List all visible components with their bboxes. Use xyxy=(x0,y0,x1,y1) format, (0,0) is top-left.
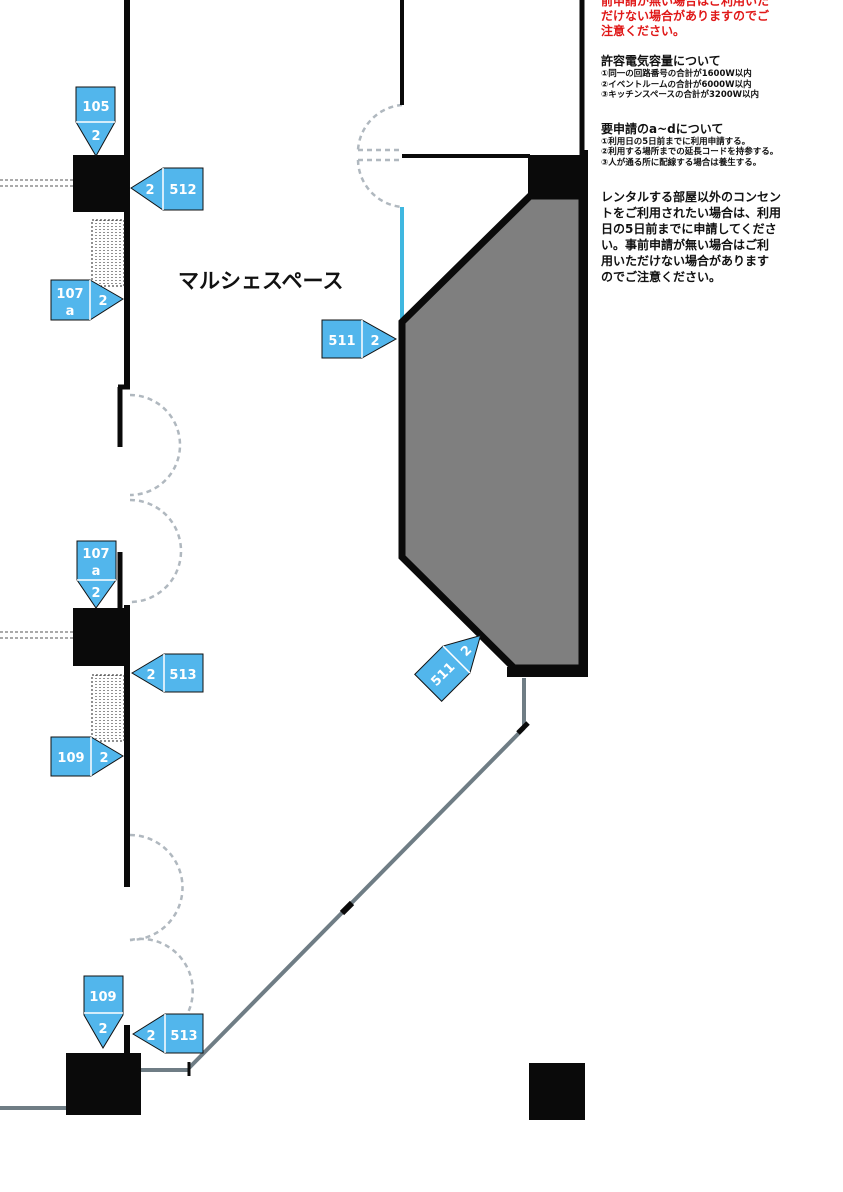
tag-suffix: a xyxy=(66,304,75,319)
warning-line-3: 注意ください。 xyxy=(601,24,686,38)
rental-line-1: レンタルする部屋以外のコンセン xyxy=(601,190,782,204)
outlet-tag-109-2[interactable]: 109 2 xyxy=(83,975,124,1049)
door-swing-3 xyxy=(129,833,184,942)
tag-count: 2 xyxy=(146,1029,155,1044)
tag-count: 2 xyxy=(146,668,155,683)
door-swing-4 xyxy=(129,937,194,1026)
rental-line-3: 日の5日前までに申請してくださ xyxy=(601,222,777,236)
warning-line-2: だけない場合がありますのでご xyxy=(601,9,770,23)
tag-count: 2 xyxy=(370,334,379,349)
tag-circuit: 109 xyxy=(57,751,84,766)
apply-title: 要申請のa~dについて xyxy=(601,121,724,136)
column-1 xyxy=(73,155,128,212)
tag-count: 2 xyxy=(91,129,100,144)
door-swing-6 xyxy=(356,159,403,209)
warning-line-1: 前申請が無い場合はご利用いた xyxy=(601,0,770,8)
outlet-tag-107a-2[interactable]: 107 a 2 xyxy=(76,540,117,609)
thin-wall-diagonal xyxy=(187,726,526,1070)
capacity-item-3: ③キッチンスペースの合計が3200W以内 xyxy=(601,90,760,100)
tag-count: 2 xyxy=(98,294,107,309)
rental-line-5: 用いただけない場合があります xyxy=(601,254,770,268)
hatched-panel-2 xyxy=(91,674,125,742)
tag-suffix: a xyxy=(92,564,101,579)
tag-circuit: 512 xyxy=(169,183,196,198)
rental-line-6: のでご注意ください。 xyxy=(601,270,722,284)
counter-area xyxy=(398,192,586,672)
capacity-item-2: ②イベントルームの合計が6000W以内 xyxy=(601,79,752,90)
thin-wall-mark xyxy=(339,900,355,916)
dashed-beam-2 xyxy=(0,631,73,639)
tag-circuit: 107 xyxy=(82,547,109,562)
column-3 xyxy=(66,1053,141,1115)
tag-count: 2 xyxy=(145,183,154,198)
tag-circuit: 107 xyxy=(56,287,83,302)
tag-count: 2 xyxy=(98,1022,107,1037)
tag-count: 2 xyxy=(99,751,108,766)
capacity-item-1: ①同一の回路番号の合計が1600W以内 xyxy=(601,69,752,79)
door-swing-5 xyxy=(356,103,403,151)
tag-circuit: 105 xyxy=(82,100,109,115)
apply-item-2: ②利用する場所までの延長コードを持参する。 xyxy=(601,147,779,157)
outlet-tag-105[interactable]: 105 2 xyxy=(75,86,116,158)
dashed-beam-1 xyxy=(0,179,73,187)
tag-circuit: 513 xyxy=(169,668,196,683)
outlet-tag-513-1[interactable]: 2 513 xyxy=(131,653,204,693)
door-swing-2 xyxy=(129,498,183,604)
tag-circuit: 511 xyxy=(328,334,355,349)
column-2 xyxy=(73,608,130,666)
tag-circuit: 109 xyxy=(89,990,116,1005)
marche-space-label: マルシェスペース xyxy=(178,269,343,293)
tag-circuit: 513 xyxy=(170,1029,197,1044)
capacity-title: 許容電気容量について xyxy=(601,54,721,68)
tag-count: 2 xyxy=(91,586,100,601)
door-swing-1 xyxy=(129,393,182,497)
column-6 xyxy=(529,1063,585,1120)
outlet-tag-511-1[interactable]: 511 2 xyxy=(321,319,398,359)
notes-panel: 前申請が無い場合はご利用いた だけない場合がありますのでご 注意ください。 許容… xyxy=(601,0,841,285)
apply-item-3: ③人が通る所に配線する場合は養生する。 xyxy=(601,157,762,168)
outlet-tag-109-1[interactable]: 109 2 xyxy=(50,736,124,777)
outlet-tag-511-2[interactable]: 511 2 xyxy=(414,622,494,702)
outlet-tag-513-2[interactable]: 2 513 xyxy=(132,1013,204,1054)
rental-line-4: い。事前申請が無い場合はご利 xyxy=(601,238,770,252)
outlet-tag-512[interactable]: 2 512 xyxy=(130,167,204,211)
outlet-tag-107a-1[interactable]: 107 a 2 xyxy=(50,279,124,321)
thin-wall-cap xyxy=(516,721,530,735)
hatched-panel-1 xyxy=(91,219,125,287)
apply-item-1: ①利用日の5日前までに利用申請する。 xyxy=(601,136,751,147)
rental-line-2: トをご利用されたい場合は、利用 xyxy=(601,206,782,220)
